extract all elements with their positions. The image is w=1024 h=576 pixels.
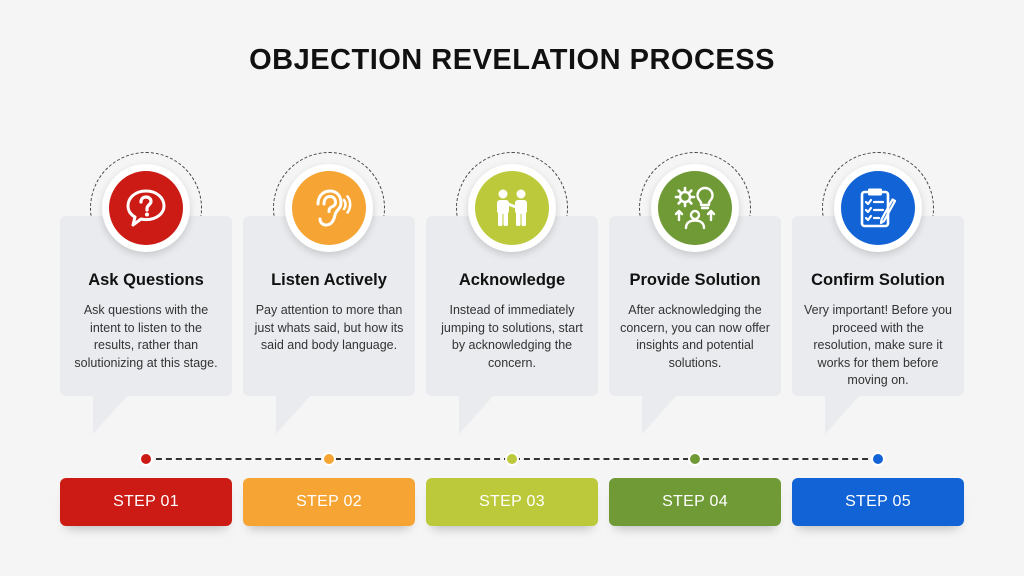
timeline-dot-1 <box>139 452 153 466</box>
step-label-4: STEP 04 <box>609 478 781 526</box>
step-description: Instead of immediately jumping to soluti… <box>441 303 583 370</box>
step-icon-badge-2 <box>285 164 373 252</box>
question-bubble-icon <box>109 171 183 245</box>
step-label-1: STEP 01 <box>60 478 232 526</box>
people-talking-icon <box>475 171 549 245</box>
timeline-dot-2 <box>322 452 336 466</box>
step-description: Ask questions with the intent to listen … <box>74 303 218 370</box>
step-icon-badge-4 <box>651 164 739 252</box>
card-tail <box>276 394 312 434</box>
step-heading: Listen Actively <box>271 271 387 289</box>
timeline-dot-3 <box>505 452 519 466</box>
step-icon-badge-3 <box>468 164 556 252</box>
timeline-dot-4 <box>688 452 702 466</box>
gear-lightbulb-person-icon <box>658 171 732 245</box>
card-tail <box>825 394 861 434</box>
step-heading: Acknowledge <box>458 271 566 289</box>
step-heading: Ask Questions <box>88 271 204 289</box>
page-title: OBJECTION REVELATION PROCESS <box>249 44 775 76</box>
card-tail <box>642 394 678 434</box>
card-tail <box>459 394 495 434</box>
step-label-3: STEP 03 <box>426 478 598 526</box>
step-heading: Provide Solution <box>629 271 761 289</box>
clipboard-checklist-icon <box>841 171 915 245</box>
step-description: Pay attention to more than just whats sa… <box>254 303 404 352</box>
step-description: After acknowledging the concern, you can… <box>620 303 770 370</box>
step-icon-badge-1 <box>102 164 190 252</box>
timeline-dot-5 <box>871 452 885 466</box>
step-label-2: STEP 02 <box>243 478 415 526</box>
step-icon-badge-5 <box>834 164 922 252</box>
ear-icon <box>292 171 366 245</box>
card-tail <box>93 394 129 434</box>
step-description: Very important! Before you proceed with … <box>804 303 952 387</box>
step-label-5: STEP 05 <box>792 478 964 526</box>
step-heading: Confirm Solution <box>811 271 945 289</box>
